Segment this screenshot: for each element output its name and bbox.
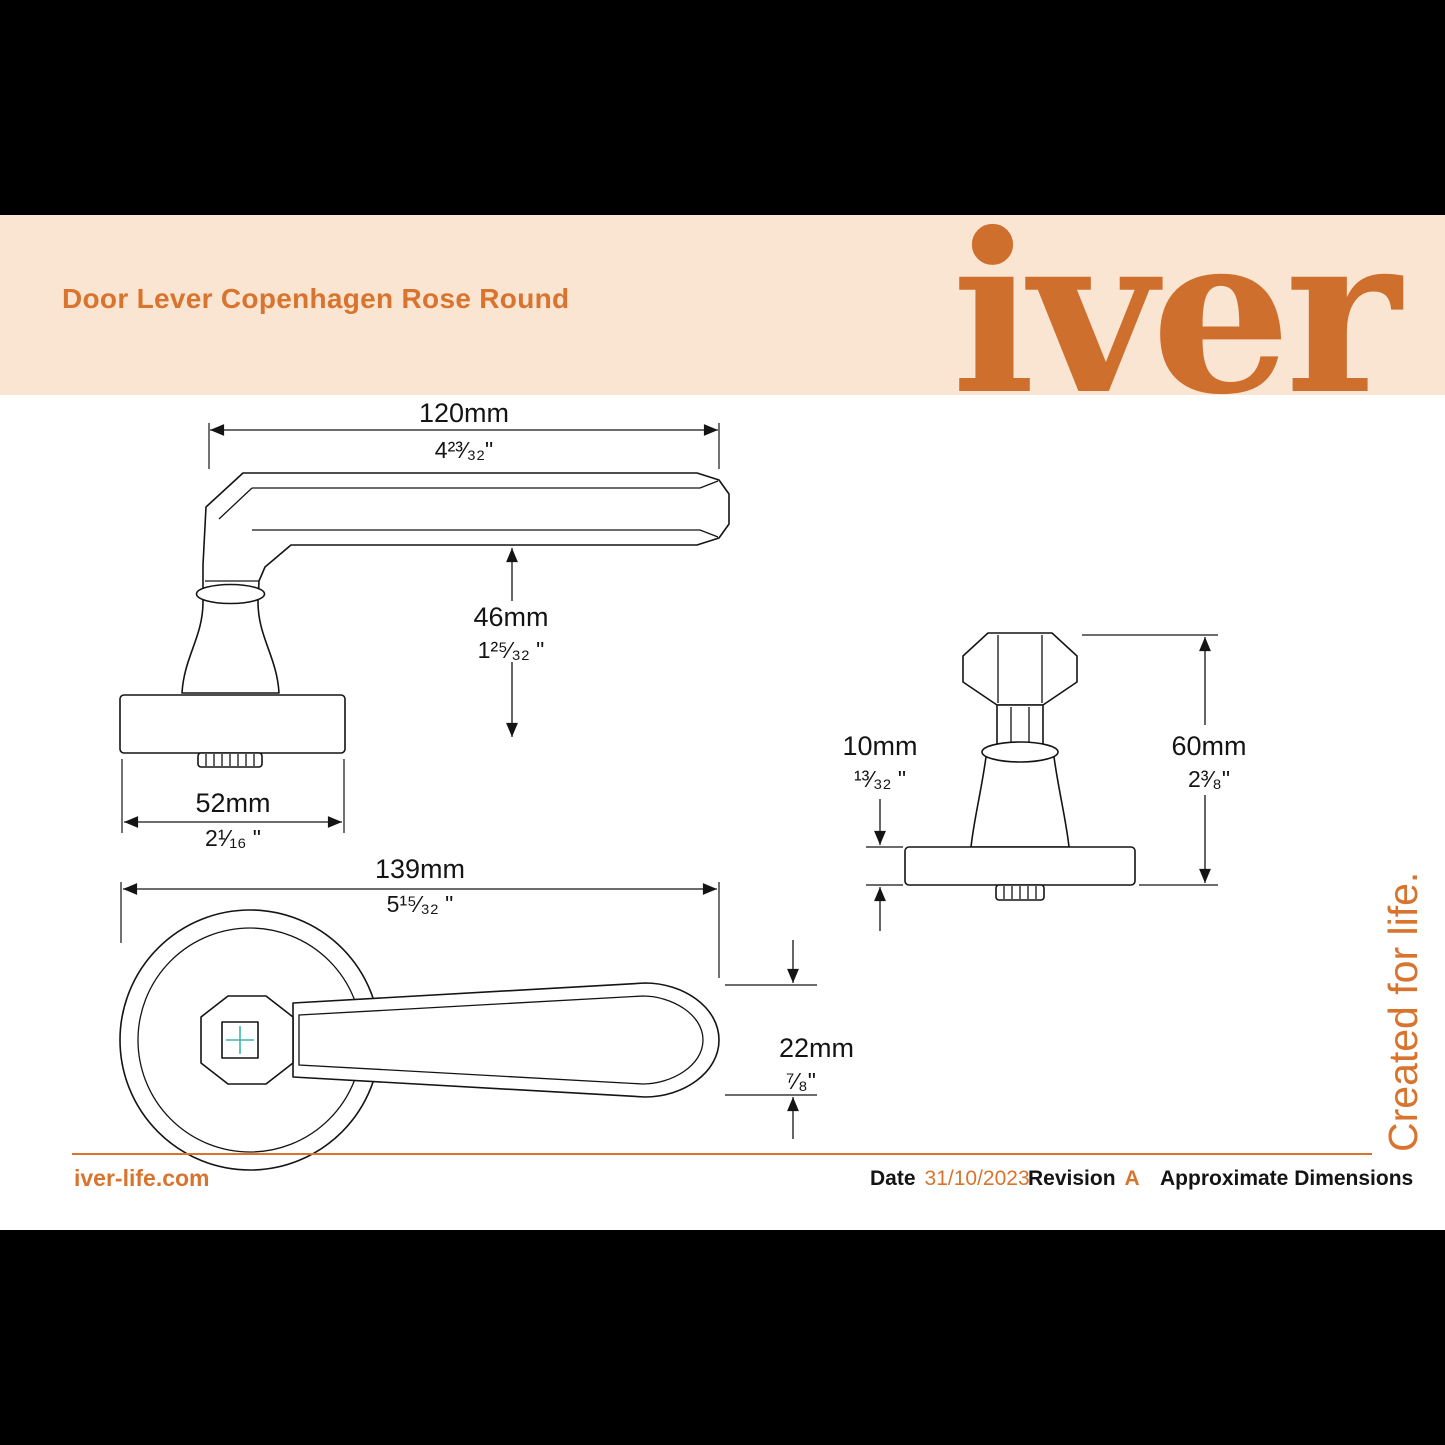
dimension-height: 46mm 1²⁵⁄₃₂ " bbox=[473, 548, 549, 737]
dim-lever-in: ⁷⁄₈" bbox=[786, 1068, 816, 1094]
dim-rose-mm: 52mm bbox=[195, 788, 270, 818]
brand-logo: iver bbox=[951, 184, 1401, 443]
dim-depth-mm: 10mm bbox=[842, 731, 917, 761]
technical-drawing: 120mm 4²³⁄₃₂" 46mm 1²⁵⁄₃₂ " 52mm bbox=[119, 398, 1247, 1171]
dimension-overall: 139mm 5¹⁵⁄₃₂ " bbox=[120, 854, 720, 978]
dim-overall-in: 5¹⁵⁄₃₂ " bbox=[387, 891, 454, 917]
dim-overall-mm: 139mm bbox=[375, 854, 465, 884]
header-band: Door Lever Copenhagen Rose Round iver bbox=[0, 204, 1445, 424]
dim-depth-in: ¹³⁄₃₂ " bbox=[854, 766, 906, 792]
top-black-bar bbox=[0, 0, 1445, 215]
dim-height-in: 1²⁵⁄₃₂ " bbox=[478, 637, 545, 663]
dimensions-note: Approximate Dimensions bbox=[1160, 1167, 1414, 1190]
date-value: 31/10/2023 bbox=[924, 1167, 1030, 1190]
dim-lever-mm: 22mm bbox=[779, 1033, 854, 1063]
dimension-length: 120mm 4²³⁄₃₂" bbox=[208, 398, 720, 469]
drawing-area: 120mm 4²³⁄₃₂" 46mm 1²⁵⁄₃₂ " 52mm bbox=[0, 395, 1445, 1230]
dimension-lever-width: 22mm ⁷⁄₈" bbox=[725, 940, 854, 1139]
revision-value: A bbox=[1124, 1167, 1140, 1190]
revision-row: Revision A bbox=[1028, 1167, 1140, 1191]
brand-tagline: Created for life. bbox=[1380, 871, 1426, 1152]
website-link[interactable]: iver-life.com bbox=[74, 1165, 210, 1191]
end-view-drawing bbox=[904, 632, 1136, 901]
dim-rose-in: 2¹⁄₁₆ " bbox=[205, 825, 261, 851]
dim-height-mm: 46mm bbox=[473, 602, 548, 632]
dim-length-mm: 120mm bbox=[419, 398, 509, 428]
footer-divider bbox=[72, 1153, 1372, 1155]
front-view-drawing bbox=[119, 909, 720, 1171]
bottom-black-bar bbox=[0, 1230, 1445, 1445]
dim-length-in: 4²³⁄₃₂" bbox=[435, 437, 493, 463]
date-row: Date 31/10/2023 bbox=[870, 1167, 1030, 1191]
dim-projection-in: 2³⁄₈" bbox=[1188, 766, 1230, 792]
side-view-drawing bbox=[119, 472, 730, 768]
page-title: Door Lever Copenhagen Rose Round bbox=[62, 283, 570, 314]
dimension-rose: 52mm 2¹⁄₁₆ " bbox=[121, 759, 345, 851]
dim-projection-mm: 60mm bbox=[1171, 731, 1246, 761]
dimension-projection: 60mm 2³⁄₈" bbox=[1082, 634, 1247, 886]
dimension-rose-depth: 10mm ¹³⁄₃₂ " bbox=[842, 731, 918, 931]
revision-label: Revision bbox=[1028, 1167, 1116, 1190]
date-label: Date bbox=[870, 1167, 916, 1190]
